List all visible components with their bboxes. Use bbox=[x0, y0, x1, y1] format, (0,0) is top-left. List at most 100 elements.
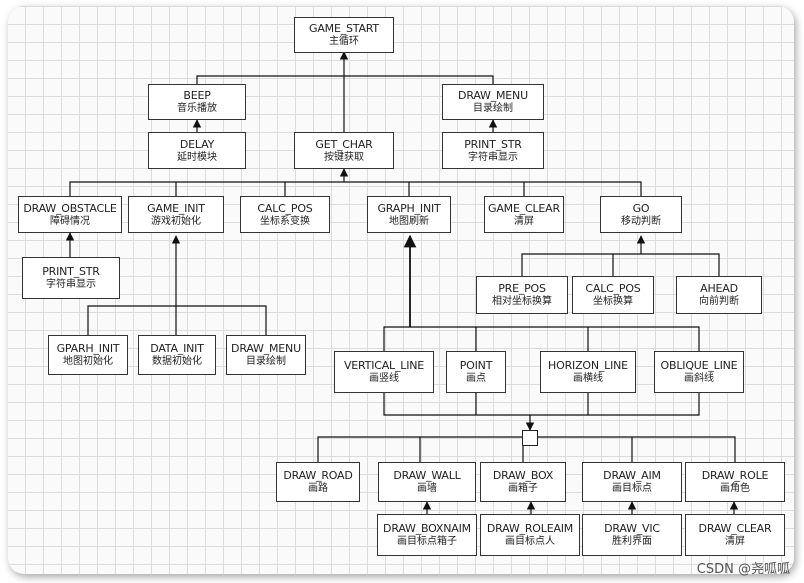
node-subtitle: 清屏 bbox=[514, 215, 534, 227]
node-subtitle: 主循环 bbox=[329, 36, 359, 47]
node-title: PRE_POS bbox=[498, 282, 546, 295]
node-subtitle: 字符串显示 bbox=[468, 151, 518, 163]
node-subtitle: 画墙 bbox=[417, 483, 437, 494]
node-title: CALC_POS bbox=[585, 282, 641, 295]
node-title: GAME_START bbox=[309, 22, 379, 35]
node-subtitle: 画路 bbox=[308, 483, 328, 494]
node-title: GAME_INIT bbox=[147, 201, 205, 215]
node-title: DATA_INIT bbox=[150, 342, 204, 355]
node-title: PRINT_STR bbox=[464, 137, 522, 151]
node-subtitle: 画目标点人 bbox=[505, 536, 555, 547]
node-title: BEEP bbox=[183, 89, 211, 102]
node-subtitle: 相对坐标换算 bbox=[492, 296, 552, 307]
node-subtitle: 画横线 bbox=[573, 373, 603, 384]
edge-horizon-to-junction bbox=[530, 393, 589, 416]
node-title: DRAW_ROLEAIM bbox=[486, 522, 574, 535]
node-subtitle: 按键获取 bbox=[324, 151, 364, 163]
node-title: PRINT_STR bbox=[42, 265, 100, 278]
node-title: DRAW_ROAD bbox=[283, 469, 353, 482]
node-title: DRAW_BOX bbox=[492, 469, 554, 482]
edge-bus-go bbox=[521, 253, 720, 276]
node-title: DRAW_AIM bbox=[603, 469, 661, 482]
node-title: CALC_POS bbox=[257, 201, 313, 215]
node-title: GO bbox=[632, 201, 650, 215]
node-subtitle: 游戏初始化 bbox=[151, 215, 201, 227]
node-subtitle: 音乐播放 bbox=[177, 103, 217, 114]
node-subtitle: 目录绘制 bbox=[246, 356, 286, 367]
node-title: DRAW_BOXNAIM bbox=[383, 522, 471, 535]
node-title: DRAW_VIC bbox=[604, 522, 660, 535]
node-title: OBLIQUE_LINE bbox=[660, 359, 738, 372]
node-title: DELAY bbox=[179, 137, 215, 151]
node-subtitle: 地图初始化 bbox=[63, 356, 113, 367]
node-title: DRAW_ROLE bbox=[701, 469, 769, 482]
node-subtitle: 画目标点箱子 bbox=[397, 536, 457, 547]
node-subtitle: 画箱子 bbox=[508, 483, 538, 494]
node-title: GAME_CLEAR bbox=[488, 201, 560, 215]
node-subtitle: 胜利界面 bbox=[612, 536, 652, 547]
node-title: AHEAD bbox=[700, 282, 738, 295]
node-title: GPARH_INIT bbox=[56, 342, 120, 355]
node-subtitle: 画点 bbox=[466, 373, 486, 384]
edge-bus-init bbox=[87, 305, 267, 335]
node-subtitle: 坐标换算 bbox=[593, 296, 633, 307]
node-subtitle: 清屏 bbox=[725, 536, 745, 547]
node-subtitle: 移动判断 bbox=[621, 215, 661, 227]
edge-vertical-line-to-junction bbox=[383, 393, 530, 416]
node-title: DRAW_MENU bbox=[458, 89, 528, 102]
node-subtitle: 坐标系变换 bbox=[260, 215, 310, 227]
node-title: GET_CHAR bbox=[315, 137, 373, 151]
node-title: HORIZON_LINE bbox=[548, 359, 628, 372]
edge-bus-row3 bbox=[69, 181, 642, 196]
node-subtitle: 障碍情况 bbox=[50, 215, 90, 227]
node-subtitle: 数据初始化 bbox=[152, 356, 202, 367]
grid-background bbox=[8, 6, 794, 574]
junction-node bbox=[522, 430, 538, 446]
edge-bus-top bbox=[196, 75, 494, 84]
node-subtitle: 向前判断 bbox=[699, 296, 739, 307]
node-subtitle: 延时模块 bbox=[177, 151, 217, 163]
node-subtitle: 画竖线 bbox=[369, 373, 399, 384]
edge-bus-lines bbox=[383, 326, 700, 351]
node-title: DRAW_OBSTACLE bbox=[23, 201, 117, 215]
node-subtitle: 地图刷新 bbox=[389, 215, 429, 227]
node-title: POINT bbox=[459, 359, 493, 372]
node-subtitle: 画斜线 bbox=[684, 373, 714, 384]
node-subtitle: 字符串显示 bbox=[46, 279, 96, 290]
node-subtitle: 画目标点 bbox=[612, 483, 652, 494]
node-subtitle: 目录绘制 bbox=[473, 103, 513, 114]
edge-oblique-to-junction bbox=[588, 393, 700, 416]
node-title: VERTICAL_LINE bbox=[343, 359, 425, 372]
node-title: DRAW_WALL bbox=[393, 469, 461, 482]
